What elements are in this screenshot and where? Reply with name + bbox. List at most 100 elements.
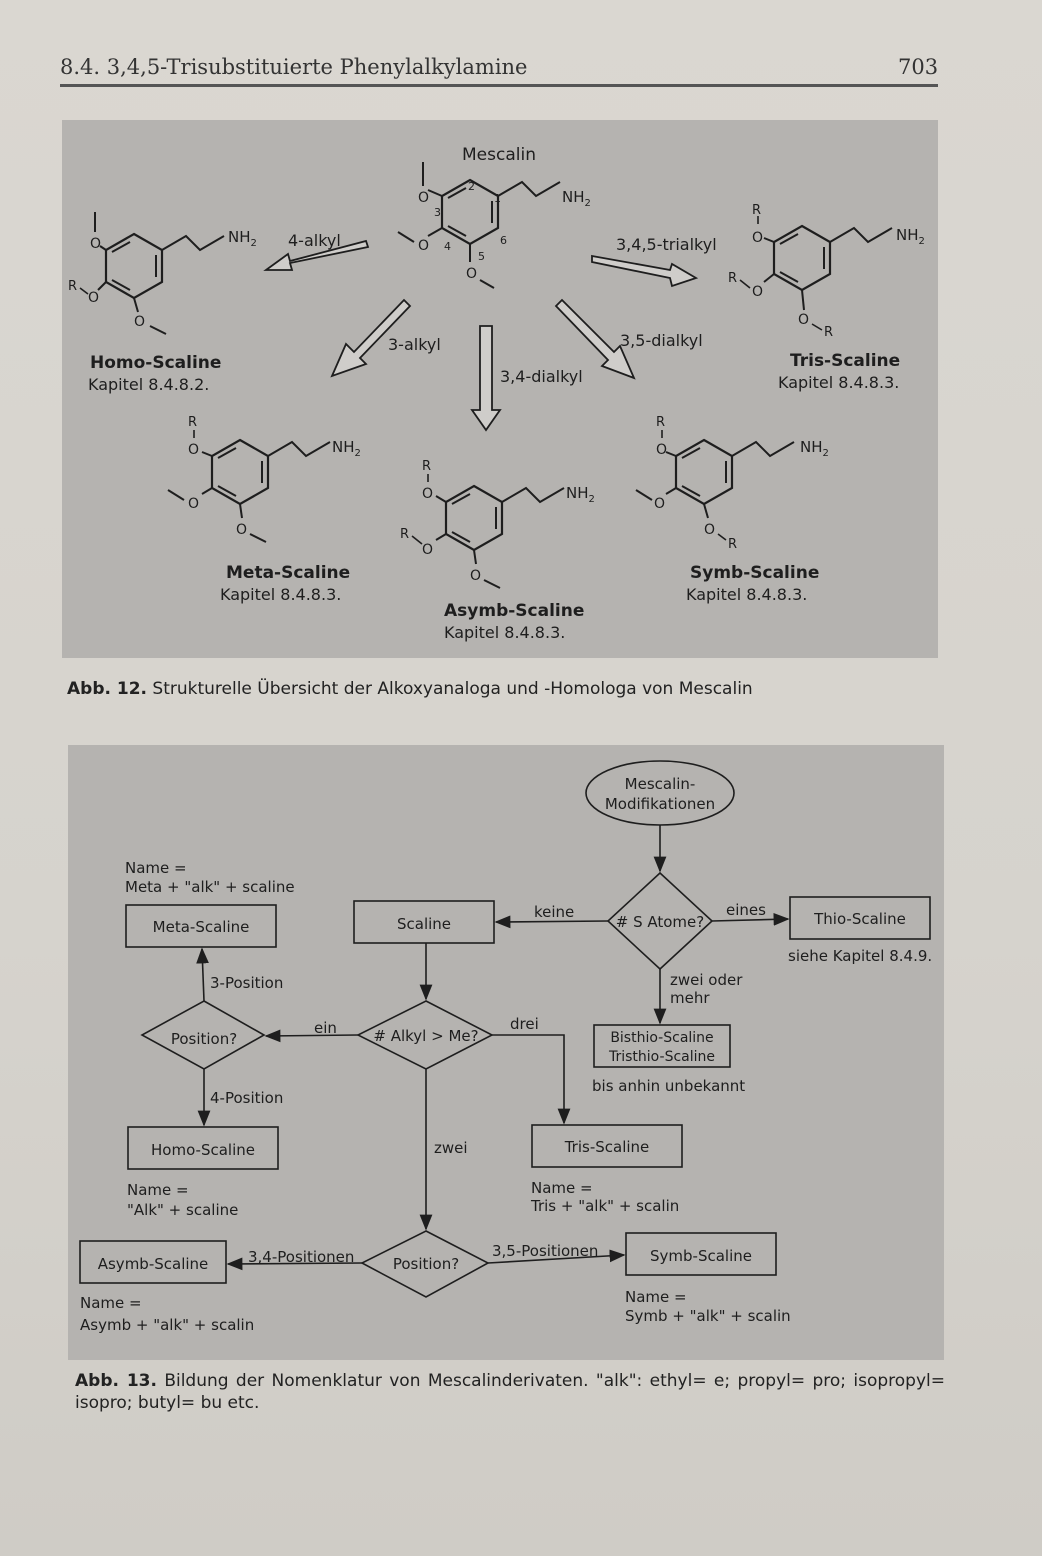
asymb-scaline-name: Asymb-Scaline — [444, 601, 584, 621]
svg-text:NH2: NH2 — [896, 226, 925, 247]
box-tris — [531, 1124, 683, 1168]
asymb-scaline-structure: O R O R O NH2 Asymb-Scaline Kapitel 8.4.… — [400, 459, 595, 642]
svg-text:6: 6 — [500, 234, 507, 247]
edge-4-position: 4-Position — [210, 1089, 283, 1107]
label-3-alkyl: 3-alkyl — [388, 335, 441, 354]
arrow-4-alkyl — [263, 239, 370, 271]
box-meta-label: Meta-Scaline — [153, 918, 250, 936]
svg-text:O: O — [654, 496, 665, 512]
box-homo-label: Homo-Scaline — [151, 1141, 255, 1159]
box-tris-label: Tris-Scaline — [564, 1138, 650, 1156]
figure-13-svg: Mescalin- Modifikationen # S Atome? # Al… — [79, 760, 932, 1334]
svg-text:O: O — [188, 442, 199, 458]
meta-scaline-chapter: Kapitel 8.4.8.3. — [220, 585, 341, 604]
note-asymb-line1: Name = — [80, 1294, 142, 1312]
box-bisthio-line2: Tristhio-Scaline — [608, 1049, 715, 1065]
start-line1: Mescalin- — [625, 775, 696, 793]
asymb-scaline-chapter: Kapitel 8.4.8.3. — [444, 623, 565, 642]
box-symb — [625, 1232, 777, 1276]
note-thio: siehe Kapitel 8.4.9. — [788, 947, 932, 965]
note-meta-line2: Meta + "alk" + scaline — [125, 878, 295, 896]
symb-scaline-name: Symb-Scaline — [690, 563, 819, 583]
note-meta-line1: Name = — [125, 859, 187, 877]
note-homo-line2: "Alk" + scaline — [127, 1201, 238, 1219]
running-header-title: 8.4. 3,4,5-Trisubstituierte Phenylalkyla… — [60, 55, 528, 79]
note-symb-line2: Symb + "alk" + scalin — [625, 1307, 791, 1325]
edge-keine: keine — [534, 903, 574, 921]
svg-text:O: O — [90, 236, 101, 252]
figure-13-flowchart: Mescalin- Modifikationen # S Atome? # Al… — [68, 745, 944, 1360]
figure-13-caption-text: Bildung der Nomenklatur von Mescalinderi… — [75, 1371, 945, 1413]
start-node — [585, 760, 735, 826]
svg-text:O: O — [470, 568, 481, 584]
figure-12-structures: Mescalin O O O NH2 2 1 3 4 5 6 — [62, 120, 938, 658]
box-symb-label: Symb-Scaline — [650, 1247, 752, 1265]
edge-mehr: mehr — [670, 989, 710, 1007]
edge-zwei: zwei — [434, 1139, 468, 1157]
arrow-34-dialkyl — [470, 325, 502, 432]
svg-text:O: O — [88, 290, 99, 306]
box-thio-label: Thio-Scaline — [813, 910, 906, 928]
svg-text:R: R — [728, 537, 737, 552]
box-meta — [125, 904, 277, 948]
svg-text:R: R — [400, 527, 409, 542]
svg-text:2: 2 — [468, 180, 475, 193]
svg-text:R: R — [728, 271, 737, 286]
decision-position-bottom — [360, 1230, 490, 1298]
svg-text:O: O — [134, 314, 145, 330]
decision-position-left-label: Position? — [171, 1030, 237, 1048]
svg-text:O: O — [798, 312, 809, 328]
svg-text:O: O — [422, 542, 433, 558]
mescalin-structure: Mescalin O O O NH2 2 1 3 4 5 6 — [397, 145, 591, 289]
symb-scaline-chapter: Kapitel 8.4.8.3. — [686, 585, 807, 604]
edge-34-positionen: 3,4-Positionen — [248, 1248, 354, 1266]
arrow-35-dialkyl — [554, 298, 636, 380]
edge-ein: ein — [314, 1019, 337, 1037]
figure-12-caption-text: Strukturelle Übersicht der Alkoxyanaloga… — [152, 679, 753, 699]
tris-scaline-chapter: Kapitel 8.4.8.3. — [778, 373, 899, 392]
figure-12-caption-label: Abb. 12. — [67, 679, 147, 699]
edge-eines: eines — [726, 901, 766, 919]
svg-text:O: O — [418, 238, 429, 254]
label-34-dialkyl: 3,4-dialkyl — [500, 367, 583, 386]
svg-text:NH2: NH2 — [566, 484, 595, 505]
transformation-arrows — [263, 239, 699, 432]
svg-text:O: O — [704, 522, 715, 538]
edge-35-positionen: 3,5-Positionen — [492, 1242, 598, 1260]
svg-text:O: O — [752, 230, 763, 246]
decision-s-label: # S Atome? — [616, 913, 704, 931]
box-homo — [127, 1126, 279, 1170]
edge-drei: drei — [510, 1015, 539, 1033]
svg-text:R: R — [824, 325, 833, 340]
svg-text:NH2: NH2 — [332, 438, 361, 459]
figure-13-caption: Abb. 13. Bildung der Nomenklatur von Mes… — [75, 1370, 945, 1414]
homo-scaline-chapter: Kapitel 8.4.8.2. — [88, 375, 209, 394]
tris-scaline-name: Tris-Scaline — [790, 351, 900, 371]
svg-text:O: O — [466, 266, 477, 282]
svg-text:R: R — [188, 415, 197, 430]
svg-text:NH2: NH2 — [228, 228, 257, 249]
label-trialkyl: 3,4,5-trialkyl — [616, 235, 717, 254]
note-tris-line2: Tris + "alk" + scalin — [530, 1197, 679, 1215]
svg-text:O: O — [418, 190, 429, 206]
arrow-3-alkyl — [330, 298, 412, 378]
arrow-trialkyl — [591, 254, 699, 288]
svg-text:R: R — [68, 279, 77, 294]
note-tris-line1: Name = — [531, 1179, 593, 1197]
svg-text:1: 1 — [494, 192, 501, 205]
svg-text:O: O — [752, 284, 763, 300]
box-asymb — [79, 1240, 227, 1284]
svg-text:4: 4 — [444, 240, 451, 253]
svg-text:5: 5 — [478, 250, 485, 263]
note-homo-line1: Name = — [127, 1181, 189, 1199]
meta-scaline-structure: O R O O NH2 Meta-Scaline Kapitel 8.4.8.3… — [167, 415, 361, 604]
figure-13-caption-label: Abb. 13. — [75, 1371, 157, 1391]
svg-text:O: O — [236, 522, 247, 538]
box-bisthio-line1: Bisthio-Scaline — [610, 1030, 713, 1046]
svg-text:R: R — [752, 203, 761, 218]
decision-alkyl-label: # Alkyl > Me? — [373, 1027, 478, 1045]
svg-text:O: O — [188, 496, 199, 512]
note-asymb-line2: Asymb + "alk" + scalin — [80, 1316, 254, 1334]
box-thio — [789, 896, 931, 940]
